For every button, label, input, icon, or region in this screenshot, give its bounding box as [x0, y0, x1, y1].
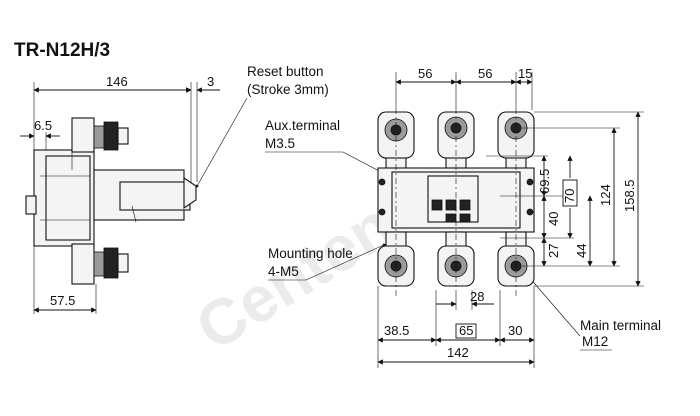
dim-57-5: 57.5	[50, 293, 75, 308]
dim-right-44: 44	[574, 244, 589, 258]
dim-top-56-a: 56	[418, 66, 432, 81]
upper-terminal	[71, 117, 95, 153]
dim-bottom-30: 30	[508, 323, 522, 338]
upper-main-terminals	[377, 111, 535, 171]
front-view: 56 56 15	[377, 66, 644, 368]
aux-terminal-label: Aux.terminal	[265, 118, 340, 133]
dim-right-69-5: 69.5	[537, 169, 552, 194]
dim-bottom-65: 65	[459, 323, 473, 338]
dim-65-box	[455, 323, 477, 339]
dim-bottom-38-5: 38.5	[384, 323, 409, 338]
reset-button-stroke: (Stroke 3mm)	[247, 82, 329, 97]
mounting-hole-size: 4-M5	[268, 264, 299, 279]
dim-70-box	[562, 179, 578, 207]
dim-146: 146	[106, 74, 128, 89]
lower-terminal	[71, 243, 95, 285]
dim-right-124: 124	[598, 184, 613, 206]
page-title: TR-N12H/3	[14, 40, 110, 61]
dim-bottom-142: 142	[447, 345, 469, 360]
dim-right-70: 70	[562, 189, 577, 203]
side-view: 146 3 6.5	[20, 74, 220, 314]
mounting-hole-label: Mounting hole	[268, 246, 353, 261]
dim-bottom-28: 28	[470, 289, 484, 304]
main-terminal-label: Main terminal	[580, 318, 661, 333]
dim-right-27: 27	[546, 244, 561, 258]
dim-right-40: 40	[546, 212, 561, 226]
main-terminal-size: M12	[582, 334, 608, 349]
dim-3: 3	[207, 74, 214, 89]
dim-right-158-5: 158.5	[622, 179, 637, 212]
dim-6-5: 6.5	[34, 118, 52, 133]
dim-top-15: 15	[518, 66, 532, 81]
reset-button	[183, 176, 197, 210]
aux-terminal-size: M3.5	[265, 136, 295, 151]
dim-top-56-b: 56	[478, 66, 492, 81]
reset-button-label: Reset button	[247, 64, 324, 79]
